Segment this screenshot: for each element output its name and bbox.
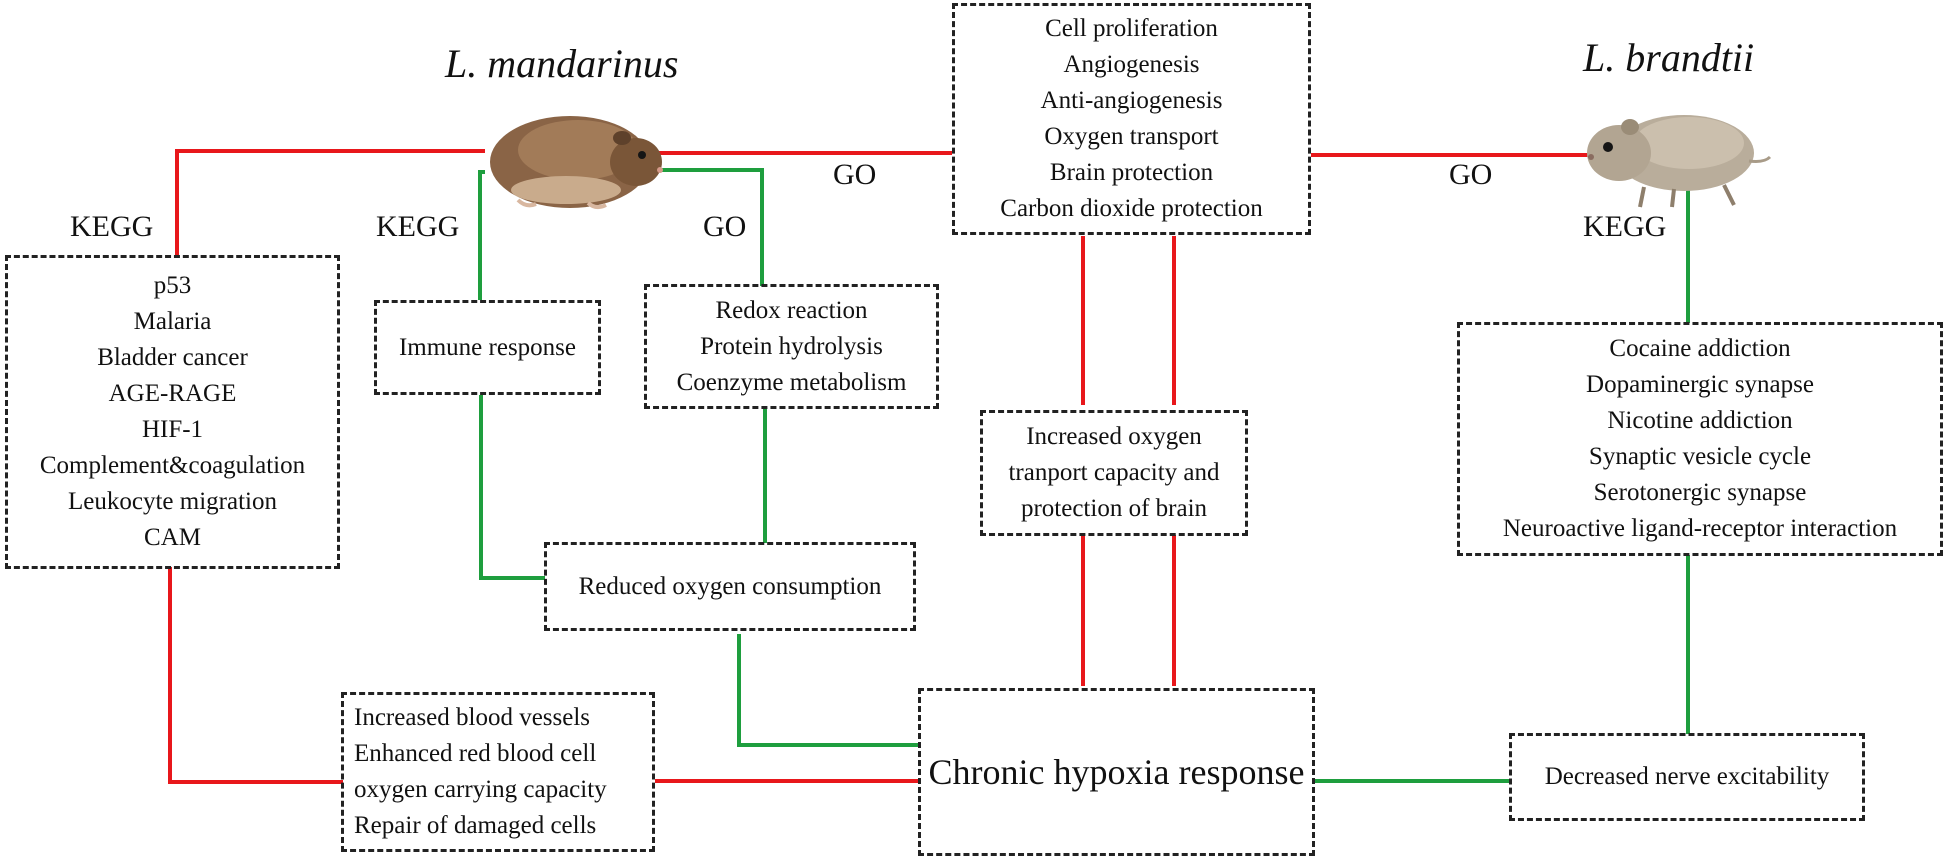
kegg-label-middle: KEGG [376,210,460,243]
box-line: Coenzyme metabolism [676,368,907,396]
box-line: HIF-1 [141,416,204,443]
link-left-vole-to-kegg [175,149,485,255]
link-kegg-to-blood [168,567,343,784]
box-line: Angiogenesis [1063,51,1200,78]
kegg-label-left: KEGG [70,210,154,243]
box-line: Increased blood vessels [354,704,591,731]
box-line: Dopaminergic synapse [1586,371,1814,398]
go-label-center: GO [833,158,877,191]
box-line: Malaria [133,308,212,335]
box-line: AGE-RAGE [108,380,237,407]
box-line: Complement&coagulation [39,452,306,479]
kegg-label-right: KEGG [1583,210,1667,243]
box-line: Enhanced red blood cell [354,740,597,767]
species-title-right: L. brandtii [1583,35,1755,80]
oxygen-transport-box: Increased oxygen tranport capacity and pro… [980,410,1248,536]
box-line: Chronic hypoxia response [928,752,1305,792]
box-line: Leukocyte migration [68,488,277,515]
mandarin-vole-icon [490,116,663,210]
box-line: Brain protection [1049,159,1214,186]
box-line: Increased oxygen [1026,423,1202,450]
box-line: Decreased nerve excitability [1544,763,1830,790]
species-title-left: L. mandarinus [445,41,679,86]
nerve-excitability-box: Decreased nerve excitability [1509,733,1865,821]
box-line: tranport capacity and [1008,459,1220,486]
box-line: Cocaine addiction [1609,335,1791,362]
box-line: oxygen carrying capacity [354,776,607,803]
link-reduced-to-hypoxia [737,634,920,747]
box-line: Nicotine addiction [1607,407,1793,434]
reduced-oxygen-box: Reduced oxygen consumption [544,542,916,631]
box-line: Redox reaction [715,296,868,324]
box-line: Repair of damaged cells [354,812,597,839]
box-line: Reduced oxygen consumption [578,572,882,600]
box-line: Serotonergic synapse [1593,479,1807,506]
box-line: p53 [153,272,192,299]
box-line: Bladder cancer [97,344,248,371]
immune-response-box: Immune response [374,300,601,395]
hypoxia-response-box: Chronic hypoxia response [918,688,1315,856]
box-line: Immune response [398,333,577,361]
box-line: Synaptic vesicle cycle [1588,443,1812,470]
link-immune-to-reduced [479,395,545,580]
brandts-vole-icon [1587,115,1772,208]
go-label-right: GO [1449,158,1493,191]
box-line: CAM [144,524,201,551]
box-line: Carbon dioxide protection [1000,195,1263,222]
box-line: Protein hydrolysis [700,332,883,360]
box-line: Anti-angiogenesis [1040,87,1223,114]
box-line: Cell proliferation [1045,15,1218,42]
go-label-middle: GO [703,210,747,243]
link-left-vole-to-go-processes [660,168,764,286]
link-left-vole-to-immune [478,170,485,300]
box-line: Neuroactive ligand-receptor interaction [1502,515,1898,542]
box-line: Oxygen transport [1044,123,1219,150]
box-line: protection of brain [1020,495,1208,522]
